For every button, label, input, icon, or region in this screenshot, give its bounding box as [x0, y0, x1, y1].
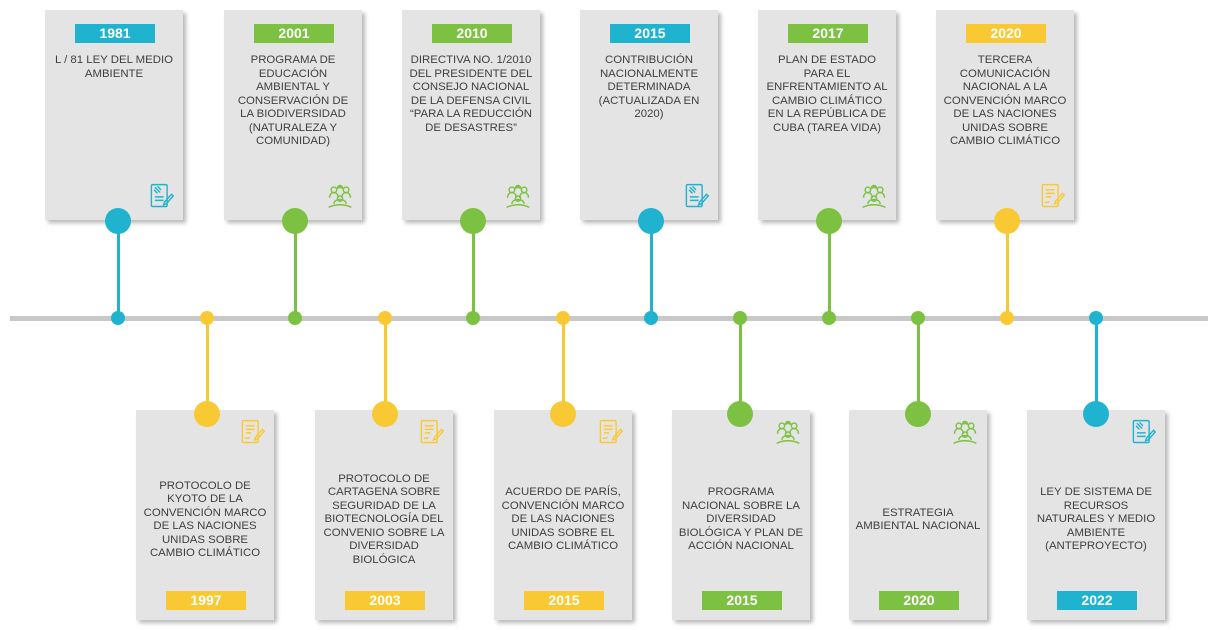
- event-axis-dot: [200, 311, 214, 325]
- event-description: Programa Nacional sobre la Diversidad Bi…: [678, 486, 804, 553]
- event-axis-dot: [644, 311, 658, 325]
- event-connector: [383, 318, 387, 414]
- community-plants-icon: [951, 418, 979, 446]
- event-marker-large: [372, 401, 398, 427]
- event-marker-large: [550, 401, 576, 427]
- event-marker-large: [816, 208, 842, 234]
- event-card-4: 2010Directiva No. 1/2010 del Presidente …: [402, 10, 540, 220]
- event-description: Contribución Nacionalmente Determinada (…: [598, 54, 700, 120]
- community-plants-icon: [504, 182, 532, 210]
- event-year-badge: 2020: [879, 591, 959, 610]
- signed-document-icon: [596, 418, 624, 446]
- event-year-badge: 2015: [524, 591, 604, 610]
- event-axis-dot: [911, 311, 925, 325]
- event-card-3: 2003 Protocolo de Cartagena sobre Segurid…: [315, 410, 453, 620]
- event-description: Directiva No. 1/2010 del Presidente del …: [409, 54, 533, 134]
- event-description: Estrategia Ambiental Nacional: [855, 506, 981, 533]
- event-description: Programa de Educación Ambiental y Conser…: [237, 54, 349, 147]
- event-year-badge: 2022: [1057, 591, 1137, 610]
- event-marker-large: [905, 401, 931, 427]
- timeline-axis: [10, 316, 1208, 321]
- event-card-10: 2020Tercera Comunicación Nacional a la C…: [936, 10, 1074, 220]
- event-year-badge: 2001: [254, 24, 334, 43]
- event-card-2: 2001Programa de Educación Ambiental y Co…: [224, 10, 362, 220]
- event-connector: [561, 318, 565, 414]
- event-axis-dot: [733, 311, 747, 325]
- event-description: Plan de Estado para el Enfrentamiento al…: [766, 54, 888, 134]
- event-card-11: 2022 Ley de Sistema de Recursos Naturales…: [1027, 410, 1165, 620]
- event-marker-large: [194, 401, 220, 427]
- event-connector: [1005, 221, 1009, 318]
- event-axis-dot: [111, 311, 125, 325]
- event-year-badge: 2003: [345, 591, 425, 610]
- event-year-badge: 2015: [702, 591, 782, 610]
- event-card-0: 1981 L / 81 Ley del Medio Ambiente: [45, 10, 183, 220]
- event-year-badge: 2010: [432, 24, 512, 43]
- event-year-badge: 1981: [75, 24, 155, 43]
- event-connector: [116, 221, 120, 318]
- event-marker-large: [1083, 401, 1109, 427]
- event-marker-large: [638, 208, 664, 234]
- event-axis-dot: [378, 311, 392, 325]
- event-card-5: 2015 Acuerdo de París, Convención Marco d…: [494, 410, 632, 620]
- event-connector: [916, 318, 920, 414]
- event-axis-dot: [556, 311, 570, 325]
- event-year-badge: 2015: [610, 24, 690, 43]
- event-description: L / 81 Ley del Medio Ambiente: [55, 54, 173, 80]
- signed-document-icon: [1038, 182, 1066, 210]
- event-connector: [738, 318, 742, 414]
- legal-document-icon: [682, 182, 710, 210]
- community-plants-icon: [860, 182, 888, 210]
- legal-document-icon: [147, 182, 175, 210]
- event-connector: [471, 221, 475, 318]
- event-connector: [293, 221, 297, 318]
- event-axis-dot: [1000, 311, 1014, 325]
- event-marker-large: [282, 208, 308, 234]
- event-axis-dot: [1089, 311, 1103, 325]
- event-axis-dot: [288, 311, 302, 325]
- event-year-badge: 1997: [166, 591, 246, 610]
- event-description: Protocolo de Kyoto de la Convención Marc…: [143, 479, 267, 560]
- event-description: Acuerdo de París, Convención Marco de la…: [501, 486, 625, 553]
- event-card-7: 2015 Programa Nacional sobre la Diversida…: [672, 410, 810, 620]
- event-card-9: 2020 Estrategia Ambiental Nacional: [849, 410, 987, 620]
- event-year-badge: 2017: [788, 24, 868, 43]
- event-description: Ley de Sistema de Recursos Naturales y M…: [1036, 486, 1156, 553]
- event-description: Protocolo de Cartagena sobre Seguridad d…: [323, 472, 445, 566]
- event-description: Tercera Comunicación Nacional a la Conve…: [943, 54, 1067, 147]
- event-axis-dot: [822, 311, 836, 325]
- event-connector: [649, 221, 653, 318]
- event-connector: [827, 221, 831, 318]
- event-connector: [205, 318, 209, 414]
- legal-document-icon: [1129, 418, 1157, 446]
- event-marker-large: [460, 208, 486, 234]
- event-connector: [1094, 318, 1098, 414]
- event-marker-large: [727, 401, 753, 427]
- community-plants-icon: [326, 182, 354, 210]
- community-plants-icon: [774, 418, 802, 446]
- signed-document-icon: [417, 418, 445, 446]
- event-axis-dot: [466, 311, 480, 325]
- event-marker-large: [994, 208, 1020, 234]
- signed-document-icon: [238, 418, 266, 446]
- event-card-1: 1997 Protocolo de Kyoto de la Convención …: [136, 410, 274, 620]
- event-card-8: 2017Plan de Estado para el Enfrentamient…: [758, 10, 896, 220]
- event-year-badge: 2020: [966, 24, 1046, 43]
- event-marker-large: [105, 208, 131, 234]
- event-card-6: 2015Contribución Nacionalmente Determina…: [580, 10, 718, 220]
